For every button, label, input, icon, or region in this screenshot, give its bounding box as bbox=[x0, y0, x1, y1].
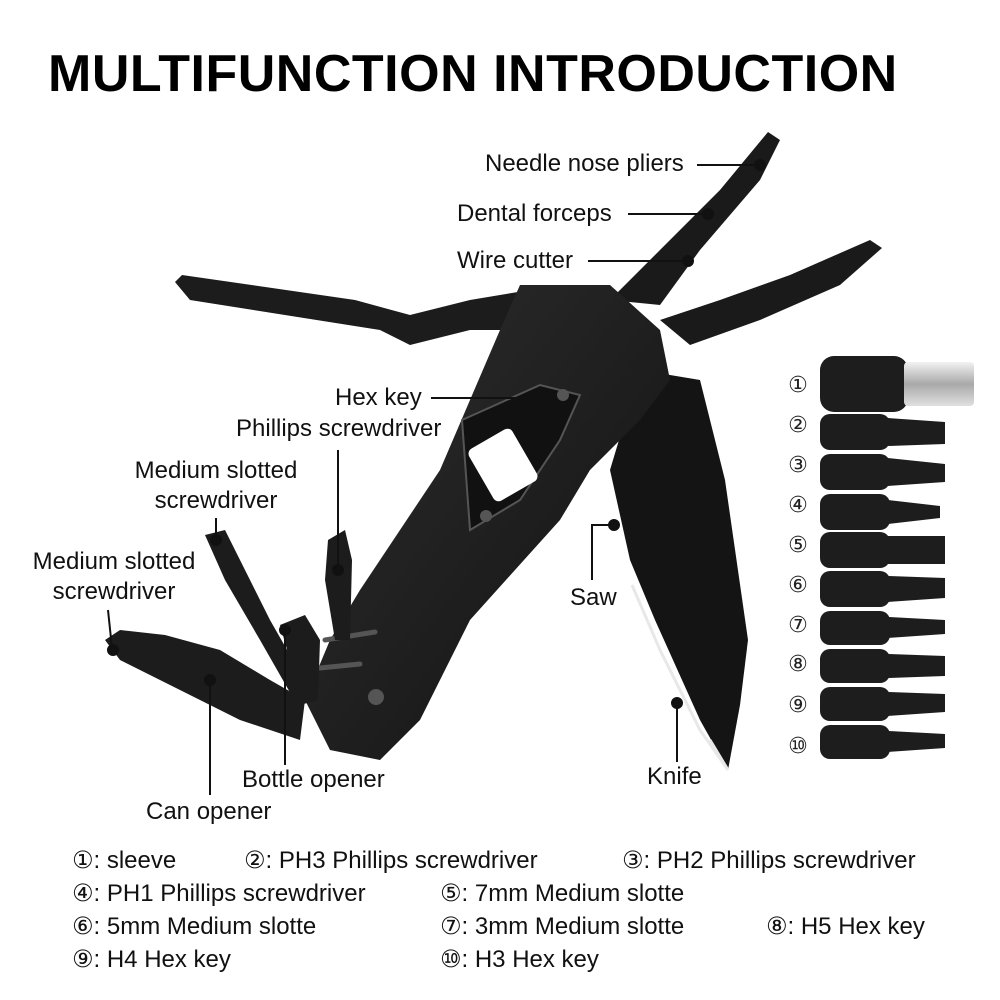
legend-item-3: ③: PH2 Phillips screwdriver bbox=[622, 847, 916, 874]
knife-blade bbox=[610, 370, 748, 770]
bit-number-3: ③ bbox=[788, 452, 808, 477]
slotted-screwdriver-1 bbox=[205, 530, 310, 710]
bit-number-2: ② bbox=[788, 412, 808, 437]
bit-number-6: ⑥ bbox=[788, 572, 808, 597]
phillips-tool bbox=[325, 530, 352, 640]
page-title: MULTIFUNCTION INTRODUCTION bbox=[48, 45, 898, 103]
legend-item-4: ④: PH1 Phillips screwdriver bbox=[72, 880, 366, 907]
label-knife: Knife bbox=[647, 763, 702, 790]
legend-item-2: ②: PH3 Phillips screwdriver bbox=[244, 847, 538, 874]
legend-item-1: ①: sleeve bbox=[72, 847, 177, 874]
label-bottle-opener: Bottle opener bbox=[242, 766, 385, 793]
legend-item-9: ⑨: H4 Hex key bbox=[72, 946, 231, 973]
label-can-opener: Can opener bbox=[146, 798, 272, 825]
label-saw: Saw bbox=[570, 584, 617, 611]
lever-arm bbox=[175, 275, 560, 345]
can-opener-tool bbox=[105, 630, 305, 740]
label-dental-forceps: Dental forceps bbox=[457, 200, 612, 227]
label-hex-key: Hex key bbox=[335, 384, 422, 411]
label-medium-slotted-screwdriver-1: Medium slotted screwdriver bbox=[134, 457, 298, 514]
label-medium-slotted-screwdriver-2: Medium slotted screwdriver bbox=[32, 548, 196, 605]
bit-set bbox=[820, 356, 974, 759]
handle-body bbox=[305, 285, 670, 760]
legend-item-5: ⑤: 7mm Medium slotte bbox=[440, 880, 685, 907]
legend-item-10: ⑩: H3 Hex key bbox=[440, 946, 599, 973]
leader-lines bbox=[107, 159, 766, 795]
bottle-opener-tool bbox=[280, 615, 320, 705]
bit-number-8: ⑧ bbox=[788, 651, 808, 676]
label-phillips-screwdriver: Phillips screwdriver bbox=[236, 415, 442, 442]
bit-number-5: ⑤ bbox=[788, 532, 808, 557]
bit-number-1: ① bbox=[788, 372, 808, 397]
bit-number-9: ⑨ bbox=[788, 692, 808, 717]
legend-item-8: ⑧: H5 Hex key bbox=[766, 913, 925, 940]
bit-number-4: ④ bbox=[788, 492, 808, 517]
legend-item-6: ⑥: 5mm Medium slotte bbox=[72, 913, 317, 940]
label-needle-nose-pliers: Needle nose pliers bbox=[485, 150, 684, 177]
legend-item-7: ⑦: 3mm Medium slotte bbox=[440, 913, 685, 940]
bit-number-7: ⑦ bbox=[788, 612, 808, 637]
label-wire-cutter: Wire cutter bbox=[457, 247, 574, 274]
needle-nose-jaw-lower bbox=[660, 240, 882, 345]
bit-number-10: ⑩ bbox=[788, 733, 808, 758]
